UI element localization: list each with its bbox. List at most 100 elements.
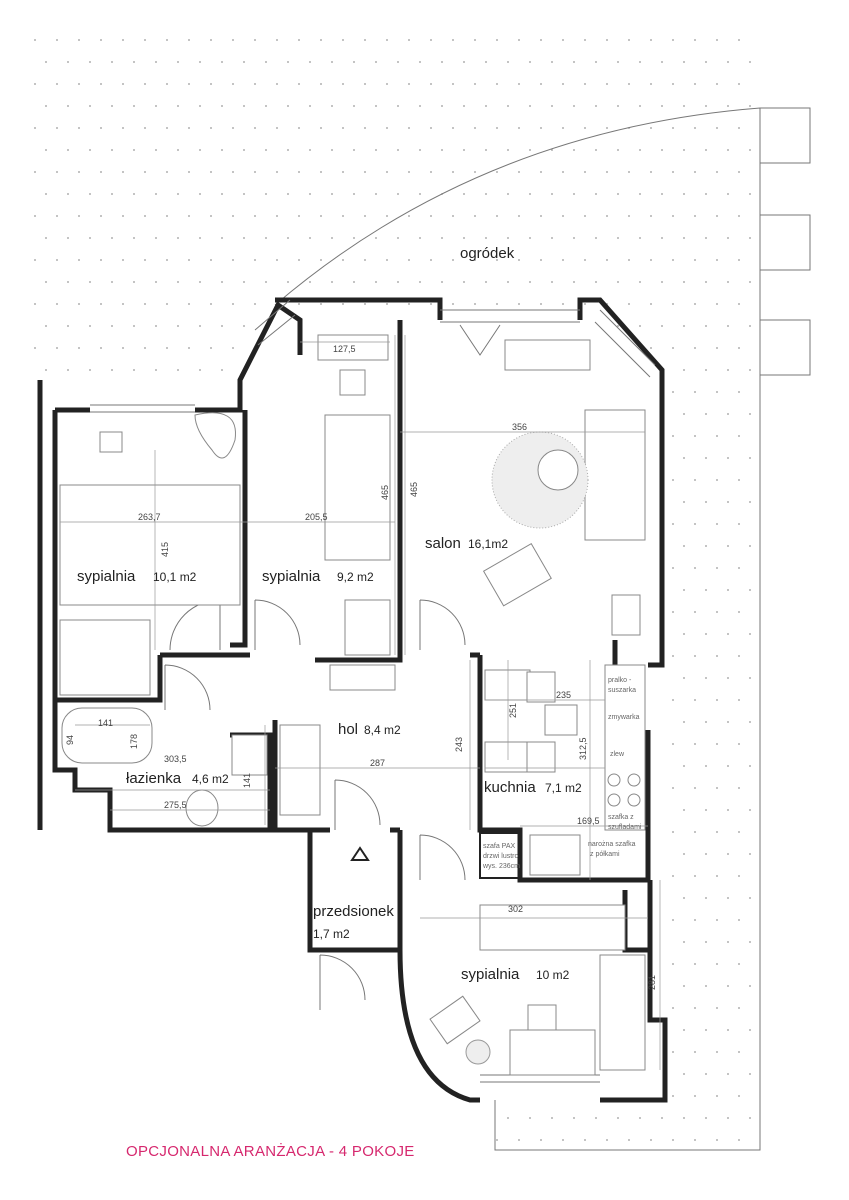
hatch-dot (639, 61, 641, 63)
windows (90, 299, 656, 1083)
hatch-dot (727, 325, 729, 327)
dim: 312,5 (578, 737, 588, 760)
hatch-dot (122, 259, 124, 261)
hatch-dot (210, 347, 212, 349)
hatch-dot (320, 39, 322, 41)
dim: 251 (508, 703, 518, 718)
hatch-dot (419, 149, 421, 151)
note: wys. 236cm (482, 863, 520, 870)
hatch-dot (705, 1073, 707, 1075)
hatch-dot (727, 193, 729, 195)
hatch-dot (232, 303, 234, 305)
hatch-dot (705, 105, 707, 107)
hatch-dot (584, 127, 586, 129)
hatch-dot (34, 347, 36, 349)
hatch-dot (210, 39, 212, 41)
hatch-dot (232, 347, 234, 349)
hatch-dot (749, 413, 751, 415)
hatch-dot (221, 61, 223, 63)
hatch-dot (716, 699, 718, 701)
hatch-dot (199, 61, 201, 63)
hatch-dot (738, 215, 740, 217)
hatch-dot (705, 809, 707, 811)
hatch-dot (716, 787, 718, 789)
hatch-dot (529, 237, 531, 239)
hatch-dot (474, 171, 476, 173)
hatch-dot (111, 369, 113, 371)
svg-text:7,1 m2: 7,1 m2 (545, 781, 582, 795)
hatch-dot (331, 149, 333, 151)
hatch-dot (419, 281, 421, 283)
hatch-dot (694, 39, 696, 41)
dimension-lines (60, 335, 661, 1070)
hatch-dot (518, 1139, 520, 1141)
hatch-dot (694, 171, 696, 173)
hatch-dot (606, 83, 608, 85)
hatch-dot (727, 897, 729, 899)
hatch-dot (331, 237, 333, 239)
hatch-dot (749, 281, 751, 283)
hatch-dot (342, 215, 344, 217)
hatch-dot (45, 193, 47, 195)
hatch-dot (683, 149, 685, 151)
hatch-dot (705, 413, 707, 415)
hatch-dot (309, 105, 311, 107)
hatch-dot (694, 611, 696, 613)
hatch-dot (705, 61, 707, 63)
hatch-dot (738, 39, 740, 41)
hatch-dot (573, 193, 575, 195)
hatch-dot (507, 149, 509, 151)
hatch-dot (474, 83, 476, 85)
hatch-dot (210, 215, 212, 217)
hatch-dot (210, 83, 212, 85)
hatch-dot (562, 83, 564, 85)
hatch-dot (430, 215, 432, 217)
hatch-dot (694, 303, 696, 305)
hatch-dot (738, 611, 740, 613)
hatch-dot (738, 1051, 740, 1053)
hatch-dot (683, 457, 685, 459)
hatch-dot (89, 281, 91, 283)
hatch-dot (342, 39, 344, 41)
hatch-dot (144, 259, 146, 261)
hatch-dot (375, 237, 377, 239)
hatch-dot (243, 325, 245, 327)
hatch-dot (650, 39, 652, 41)
dim: 356 (512, 422, 527, 432)
note: szufladami (608, 824, 642, 831)
hatch-dot (309, 237, 311, 239)
hatch-dot (694, 963, 696, 965)
hatch-dot (749, 237, 751, 239)
hatch-dot (672, 479, 674, 481)
hatch-dot (166, 215, 168, 217)
hatch-dot (672, 611, 674, 613)
hatch-dot (749, 985, 751, 987)
hatch-dot (738, 567, 740, 569)
hatch-dot (298, 127, 300, 129)
hatch-dot (199, 237, 201, 239)
hatch-dot (672, 787, 674, 789)
hatch-dot (628, 83, 630, 85)
hatch-dot (89, 325, 91, 327)
hatch-dot (672, 347, 674, 349)
hatch-dot (320, 259, 322, 261)
hatch-dot (705, 545, 707, 547)
svg-text:9,2 m2: 9,2 m2 (337, 570, 374, 584)
hatch-dot (727, 1029, 729, 1031)
dim: 263,7 (138, 512, 161, 522)
hatch-dot (716, 831, 718, 833)
hatch-dot (672, 1095, 674, 1097)
hatch-dot (276, 259, 278, 261)
hatch-dot (672, 435, 674, 437)
hatch-dot (518, 127, 520, 129)
hatch-dot (705, 721, 707, 723)
hatch-dot (133, 105, 135, 107)
hatch-dot (100, 83, 102, 85)
hatch-dot (749, 369, 751, 371)
hatch-dot (650, 215, 652, 217)
hatch-dot (727, 853, 729, 855)
hatch-dot (188, 171, 190, 173)
hatch-dot (540, 83, 542, 85)
